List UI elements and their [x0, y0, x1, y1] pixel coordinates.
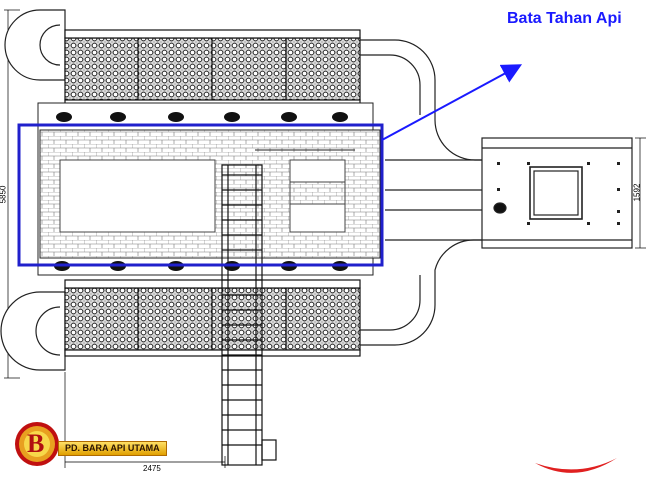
conveyor-ladder [221, 164, 277, 466]
top-left-fan-housing [4, 9, 66, 81]
callout-arrow [381, 64, 523, 141]
logo-letter: B [27, 429, 45, 458]
swoosh-mark [535, 458, 617, 473]
bottom-left-fan-housing [0, 291, 66, 371]
left-dimension-label: 5850 [0, 185, 8, 204]
top-cell-row [64, 29, 361, 107]
bottom-cell-row [64, 279, 361, 357]
right-chamber-bolts [497, 162, 620, 225]
bottom-dimension-label: 2475 [143, 464, 161, 473]
flame-b-logo-icon [15, 422, 59, 466]
right-ducts [360, 39, 482, 346]
top-burner-row [56, 112, 348, 122]
furnace-body [37, 102, 381, 276]
right-dimension-label: 1592 [632, 183, 642, 202]
highlight-box [17, 123, 384, 267]
callout-label: Bata Tahan Api [507, 10, 622, 27]
right-dimension [635, 137, 646, 249]
right-chamber [481, 137, 633, 249]
logo-text: PD. BARA API UTAMA [58, 441, 167, 456]
